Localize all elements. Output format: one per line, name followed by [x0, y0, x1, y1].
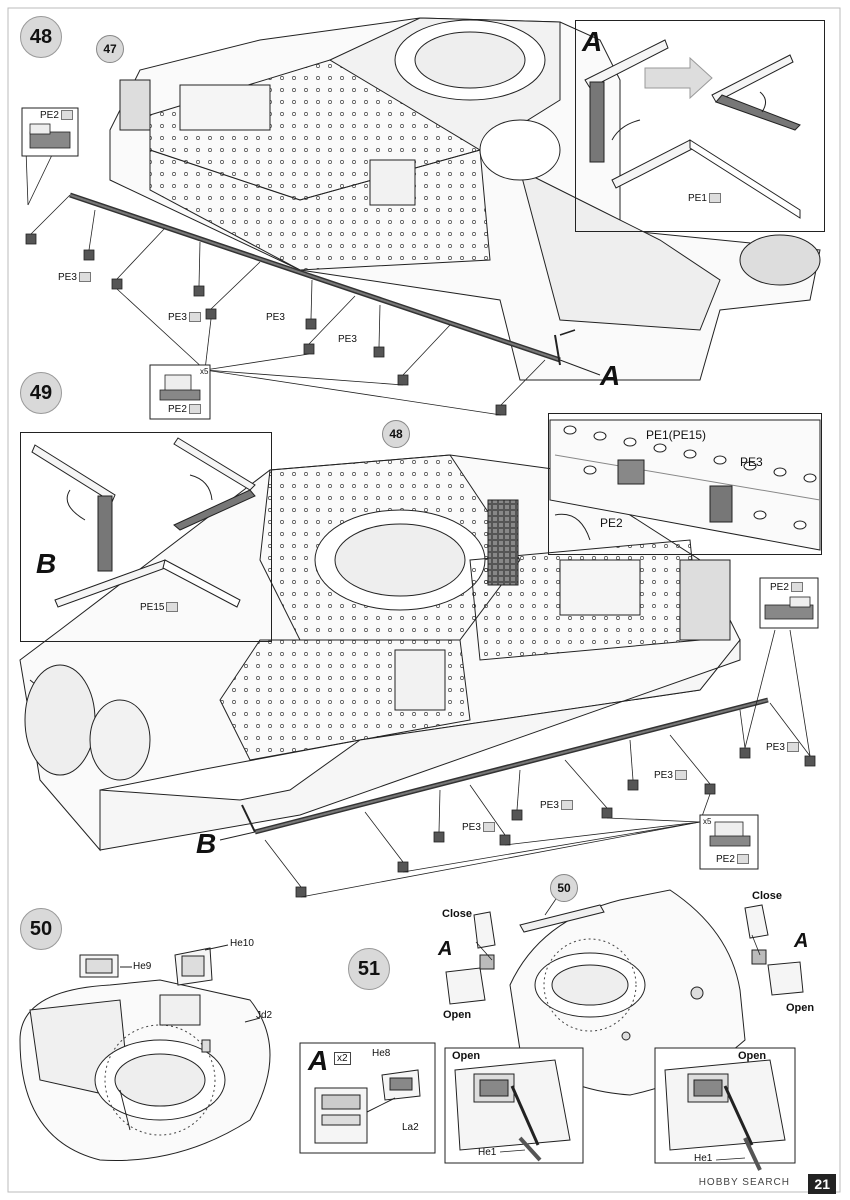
- step49-hull-drawing: [19, 454, 741, 852]
- step51-close-right-label: Close: [752, 890, 782, 902]
- step51-label-a-left: A: [438, 938, 453, 960]
- page-number: 21: [808, 1174, 836, 1194]
- step51-he8-label: He8: [372, 1048, 391, 1059]
- step48-pe2-bottom-label: PE2: [168, 404, 201, 415]
- step49-inset-right: [548, 413, 822, 555]
- step51-detail-left-art: [444, 1047, 584, 1164]
- step51-he1-right-label: He1: [694, 1153, 713, 1164]
- step49-inset-b: [20, 432, 272, 642]
- step51-inset-letter: A: [308, 1045, 329, 1076]
- step48-label-a: A: [600, 360, 621, 391]
- step49-pe2-right-label: PE2: [770, 582, 803, 593]
- step48-inset-pe1-label: PE1: [688, 193, 721, 204]
- step-number-50: 50: [20, 908, 62, 950]
- step49-pe3-label-b: PE3: [654, 770, 687, 781]
- step51-he1-left-label: He1: [478, 1147, 497, 1158]
- step51-inset-art: [299, 1042, 436, 1154]
- step49-inset-left-art: [31, 437, 256, 608]
- step49-inset-letter: B: [36, 548, 57, 579]
- step49-pe-parts: [264, 629, 816, 898]
- step50-he10-label: He10: [230, 938, 254, 949]
- step51-turret-drawing: [445, 889, 804, 1096]
- callout-50: 50: [550, 874, 578, 902]
- step49-pe3-label-a: PE3: [766, 742, 799, 753]
- step49-rail: [219, 697, 769, 841]
- step48-pe3-label-c: PE3: [266, 312, 285, 323]
- step51-detail-open-left: Open: [452, 1050, 481, 1062]
- step48-pe3-label-a: PE3: [58, 272, 91, 283]
- step51-open-left-label: Open: [443, 1009, 472, 1021]
- step49-pe3-label-c: PE3: [540, 800, 573, 811]
- step-number-49: 49: [20, 372, 62, 414]
- step51-detail-open-right: Open: [738, 1050, 767, 1062]
- step48-pe-parts: [25, 149, 546, 416]
- step49-pe3-label-d: PE3: [462, 822, 495, 833]
- step-number-51: 51: [348, 948, 390, 990]
- step49-inset-pe15-label: PE15: [140, 602, 179, 613]
- step51-label-a-right: A: [794, 930, 809, 952]
- step49-inset-pe3-label: PE3: [740, 455, 763, 469]
- step-number-48: 48: [20, 16, 62, 58]
- step51-close-left-label: Close: [442, 908, 472, 920]
- step49-inset-right-art: [549, 419, 821, 551]
- callout-48: 48: [382, 420, 410, 448]
- step51-la2-label: La2: [402, 1122, 419, 1133]
- step48-pe3-label-b: PE3: [168, 312, 201, 323]
- step50-jd2-label: Jd2: [256, 1010, 273, 1021]
- step48-hull-drawing: [109, 17, 821, 381]
- step48-pe2-top-label: PE2: [40, 110, 73, 121]
- step48-inset-letter: A: [582, 26, 603, 57]
- step49-qty-label: x5: [703, 817, 712, 826]
- step50-turret-drawing: [19, 944, 271, 1161]
- step49-pe2-bottom-label: PE2: [716, 854, 749, 865]
- step51-detail-right-art: [654, 1047, 796, 1171]
- step48-pe3-label-d: PE3: [338, 334, 357, 345]
- callout-47: 47: [96, 35, 124, 63]
- step48-inset-art: [584, 39, 801, 219]
- step49-inset-pe1-label: PE1(PE15): [646, 428, 707, 442]
- step48-rail: [69, 192, 576, 366]
- step49-label-b: B: [196, 828, 217, 859]
- step48-inset-a: [575, 20, 825, 232]
- step51-open-right-label: Open: [786, 1002, 815, 1014]
- step50-he9-label: He9: [133, 961, 152, 972]
- step51-inset-qty: x2: [334, 1052, 351, 1065]
- watermark: HOBBY SEARCH: [698, 1177, 790, 1188]
- step48-qty-label: x5: [200, 367, 209, 376]
- step49-inset-pe2-label: PE2: [600, 516, 623, 530]
